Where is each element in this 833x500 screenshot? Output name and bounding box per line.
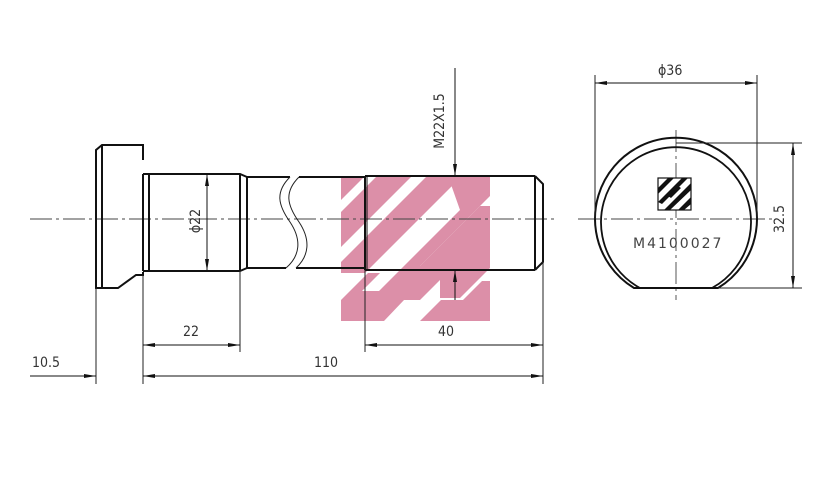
label-head-diameter: ϕ36 xyxy=(658,63,683,79)
label-thread-length: 40 xyxy=(438,324,455,340)
label-head-flat-height: 32.5 xyxy=(772,204,788,234)
label-thread-spec: M22X1.5 xyxy=(432,93,448,149)
bolt-head xyxy=(95,144,144,289)
break-lines xyxy=(279,176,308,269)
dim-flat-height xyxy=(676,142,802,289)
thread-section xyxy=(364,175,544,271)
label-total-length: 110 xyxy=(314,355,339,371)
bolt-shank xyxy=(142,173,365,272)
extension-lines xyxy=(95,262,544,384)
brand-logo-watermark-icon xyxy=(341,176,490,321)
label-shank-diameter: ϕ22 xyxy=(188,208,204,234)
label-head-thickness: 10.5 xyxy=(32,355,61,371)
label-shank-length: 22 xyxy=(183,324,200,340)
small-logo-icon xyxy=(657,177,692,211)
dim-head-diameter xyxy=(594,75,758,219)
end-view xyxy=(578,130,775,300)
part-number: M4100027 xyxy=(633,236,724,252)
